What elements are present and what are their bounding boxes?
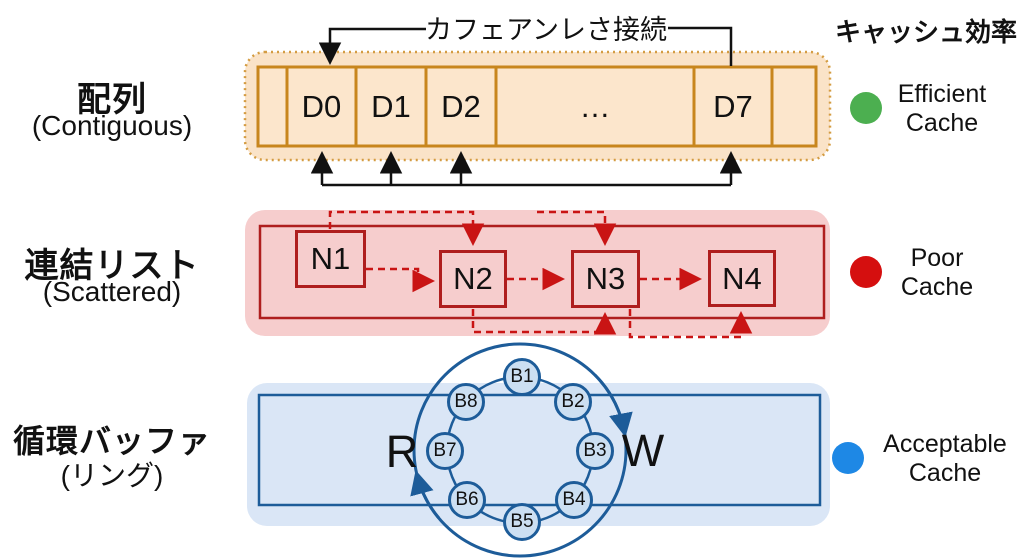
ring-slot: B4	[555, 481, 593, 519]
list-node: N3	[571, 250, 640, 308]
ring-slot-label: B6	[455, 489, 479, 510]
pointer-top-n3	[537, 210, 617, 246]
ring-slot-label: B2	[561, 391, 585, 412]
list-node: N1	[295, 230, 366, 288]
linked-list-pointer-arrows	[328, 210, 753, 339]
ring-clockwise-arrow-left	[410, 470, 440, 519]
array-connection-arrows	[310, 26, 743, 187]
list-node: N2	[439, 250, 507, 308]
cacheline-line-right	[668, 26, 733, 66]
array-cache-region	[243, 50, 832, 162]
list-node: N4	[708, 250, 776, 307]
pointer-bottom-n4	[628, 309, 753, 339]
ring-slot: B3	[576, 432, 614, 470]
ring-slot-label: B5	[510, 511, 534, 532]
ring-rotation-circle	[412, 342, 628, 558]
array-block	[256, 65, 818, 148]
cacheline-arrow-left	[318, 27, 426, 65]
list-node-label: N2	[453, 261, 493, 296]
linked-list-memory-box	[258, 224, 826, 320]
pointer-n1-n2	[366, 267, 435, 293]
ring-clockwise-arrow-right	[593, 373, 633, 438]
linked-list-region	[245, 210, 830, 336]
list-node-label: N4	[722, 260, 762, 296]
ring-slot: B5	[503, 503, 541, 541]
ring-slot-label: B7	[433, 440, 457, 461]
list-node-label: N3	[585, 261, 626, 296]
ring-slot-label: B8	[454, 391, 478, 412]
ring-slot-label: B1	[510, 366, 534, 387]
linked-list-background	[245, 210, 830, 336]
ring-memory-box	[257, 393, 822, 507]
ring-slot: B2	[554, 383, 592, 421]
ring-slot: B1	[503, 358, 541, 396]
ring-slot: B7	[426, 432, 464, 470]
ring-rotation-arrows	[410, 342, 633, 558]
pointer-bottom-n3	[471, 309, 617, 335]
array-cell-dividers	[285, 67, 774, 146]
ring-slot: B6	[448, 481, 486, 519]
ring-slot-label: B3	[583, 440, 607, 461]
list-node-label: N1	[310, 241, 351, 276]
ring-slot-label: B4	[562, 489, 586, 510]
ring-slot: B8	[447, 383, 485, 421]
ring-background	[247, 383, 830, 526]
pointer-top-n2	[328, 210, 485, 246]
